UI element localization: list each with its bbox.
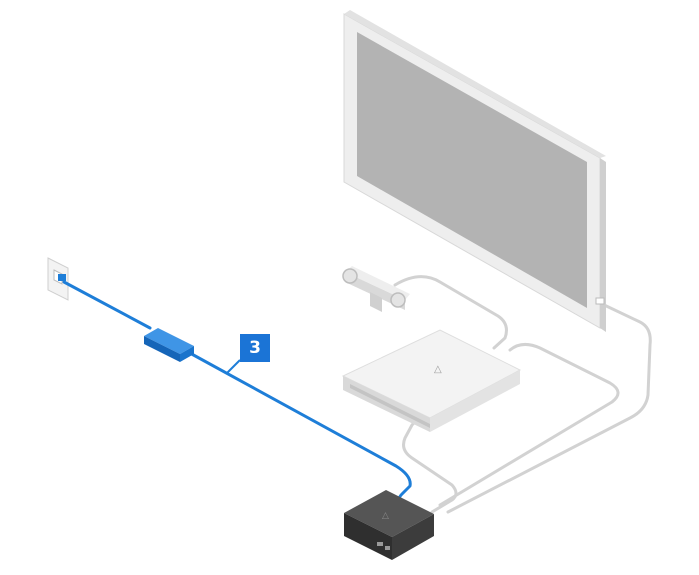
ac-adapter <box>144 328 194 362</box>
processor-port-2 <box>385 546 390 550</box>
camera-lens-left <box>342 268 358 284</box>
outlet-to-adapter-cable <box>62 280 152 330</box>
tv-monitor <box>343 10 606 332</box>
plug <box>58 274 66 281</box>
console-logo-icon: △ <box>434 364 442 375</box>
step-badge-bg <box>240 334 270 362</box>
playstation-camera <box>342 266 410 312</box>
tv-port <box>595 297 605 305</box>
processor-logo-icon: △ <box>382 511 389 521</box>
processor-usb-cable <box>402 416 458 514</box>
camera-lens-right <box>390 292 406 308</box>
vr-processor-unit: △ <box>344 490 434 560</box>
console-hdmi-cable <box>438 343 620 507</box>
tv-hdmi-cable <box>446 301 652 514</box>
step-pointer-line <box>225 359 241 375</box>
camera-cable <box>393 275 508 350</box>
tv-screen <box>357 32 587 308</box>
processor-port-1 <box>377 542 383 546</box>
ps4-console: △ <box>341 329 522 432</box>
wall-outlet <box>47 257 69 301</box>
step-badge: 3 <box>249 338 261 358</box>
